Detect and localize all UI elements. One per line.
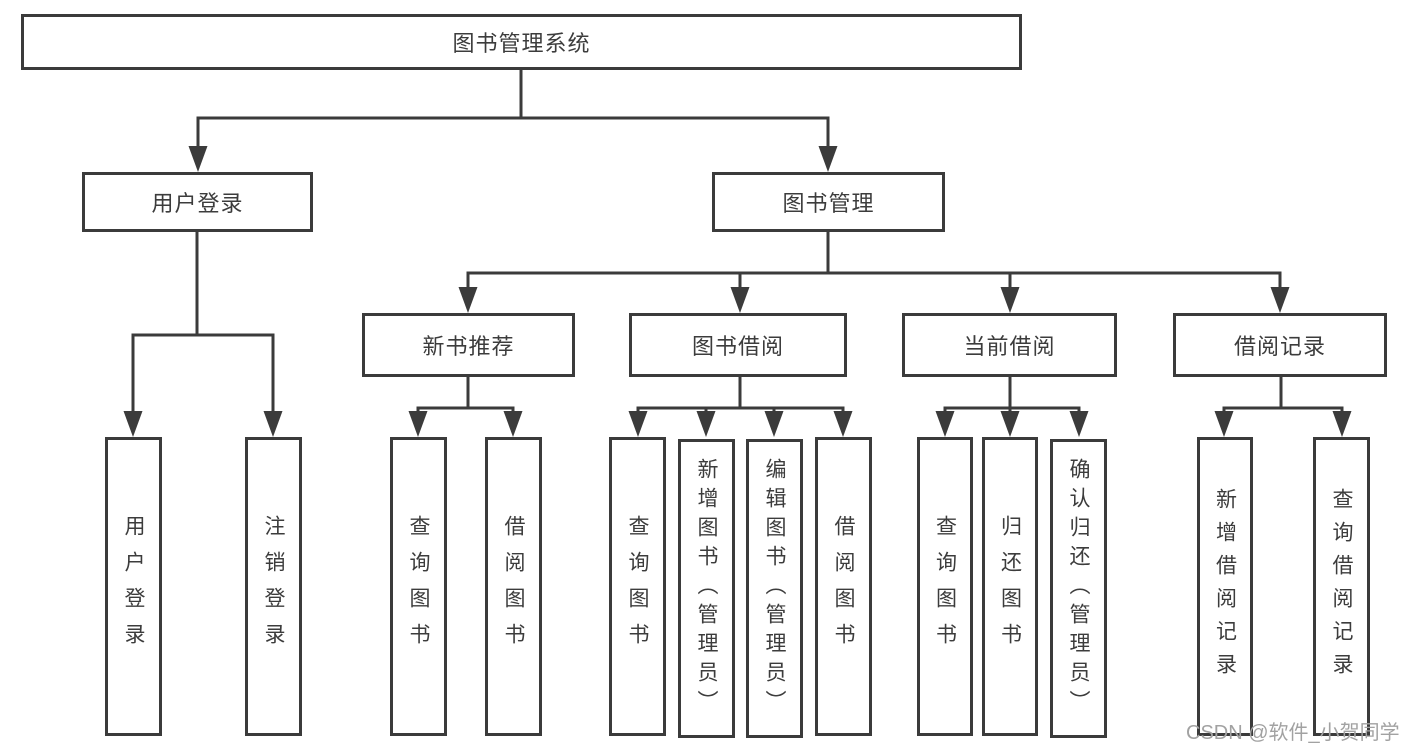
node-current-borrow-label: 当前借阅: [963, 334, 1056, 359]
node-book-management-label: 图书管理: [782, 191, 875, 216]
leaf-borrow-borrow-books-label: 借阅图书: [832, 514, 855, 659]
leaf-add-books-admin-label: 新增图书（管理员）: [695, 458, 718, 719]
leaf-recommend-query-books: 查询图书: [390, 437, 447, 736]
leaf-add-books-admin: 新增图书（管理员）: [678, 439, 735, 738]
node-book-borrow: 图书借阅: [629, 313, 847, 377]
node-current-borrow: 当前借阅: [902, 313, 1117, 377]
node-user-login: 用户登录: [82, 172, 313, 232]
leaf-confirm-return-admin-label: 确认归还（管理员）: [1067, 458, 1090, 719]
node-book-borrow-label: 图书借阅: [691, 334, 784, 359]
leaf-borrow-query-books-label: 查询图书: [626, 514, 649, 659]
leaf-current-query-books: 查询图书: [917, 437, 973, 736]
leaf-logout: 注销登录: [245, 437, 302, 736]
connector-root-to-level2: [188, 70, 838, 172]
leaf-add-borrow-record: 新增借阅记录: [1197, 437, 1253, 736]
leaf-current-query-books-label: 查询图书: [933, 514, 957, 659]
leaf-query-borrow-record: 查询借阅记录: [1313, 437, 1370, 736]
node-user-login-label: 用户登录: [151, 191, 244, 216]
leaf-recommend-borrow-books: 借阅图书: [485, 437, 542, 736]
connector-user-login-children: [123, 232, 283, 437]
leaf-logout-label: 注销登录: [262, 514, 285, 659]
node-book-management: 图书管理: [712, 172, 945, 232]
leaf-return-books: 归还图书: [982, 437, 1038, 736]
connector-new-book-recommend-children: [408, 377, 523, 437]
leaf-confirm-return-admin: 确认归还（管理员）: [1050, 439, 1107, 738]
connector-borrow-records-children: [1214, 377, 1352, 437]
leaf-borrow-query-books: 查询图书: [609, 437, 666, 736]
leaf-edit-books-admin: 编辑图书（管理员）: [746, 439, 803, 738]
node-borrow-records-label: 借阅记录: [1233, 334, 1326, 359]
connector-book-management-children: [458, 232, 1290, 313]
node-library-system-label: 图书管理系统: [452, 31, 591, 56]
leaf-query-borrow-record-label: 查询借阅记录: [1330, 487, 1353, 686]
leaf-user-login-label: 用户登录: [122, 514, 145, 659]
leaf-return-books-label: 归还图书: [998, 514, 1022, 659]
node-library-system: 图书管理系统: [21, 14, 1022, 70]
leaf-recommend-query-books-label: 查询图书: [407, 514, 430, 659]
leaf-borrow-borrow-books: 借阅图书: [815, 437, 872, 736]
leaf-user-login: 用户登录: [105, 437, 162, 736]
csdn-watermark: CSDN @软件_小贺同学: [1186, 722, 1400, 744]
node-new-book-recommend-label: 新书推荐: [422, 334, 515, 359]
node-new-book-recommend: 新书推荐: [362, 313, 575, 377]
connector-current-borrow-children: [935, 377, 1089, 437]
leaf-add-borrow-record-label: 新增借阅记录: [1213, 487, 1237, 686]
leaf-recommend-borrow-books-label: 借阅图书: [502, 514, 525, 659]
node-borrow-records: 借阅记录: [1173, 313, 1387, 377]
leaf-edit-books-admin-label: 编辑图书（管理员）: [763, 458, 786, 719]
connector-book-borrow-children: [628, 377, 853, 437]
